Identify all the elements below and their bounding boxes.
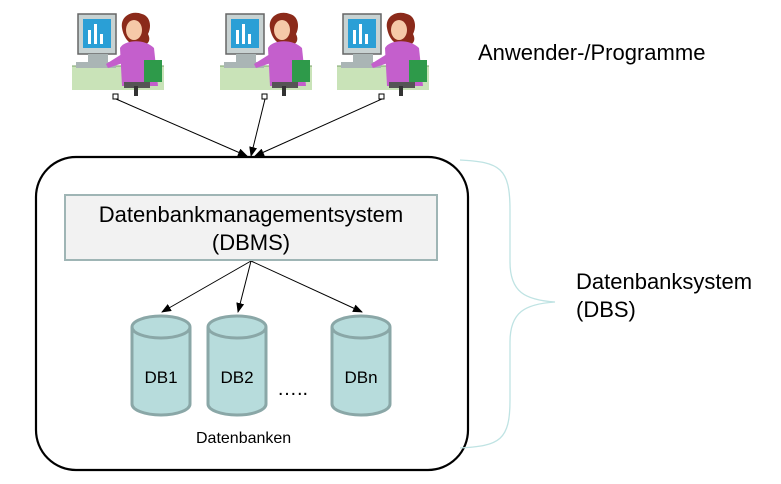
users-label: Anwender-/Programme [478, 40, 706, 65]
arrow-user1-to-dbs [115, 98, 248, 157]
db-label-n: DBn [344, 368, 378, 387]
dbms-abbrev: (DBMS) [211, 230, 291, 255]
db-ellipsis: ….. [277, 378, 309, 400]
dbs-brace [459, 159, 556, 449]
dbms-box: Datenbankmanagementsystem (DBMS) [64, 194, 438, 261]
arrow-user2-to-dbs [249, 98, 266, 157]
cylinder-dbn [330, 314, 392, 417]
user-at-computer-icon [220, 12, 312, 96]
cylinder-db1 [130, 314, 192, 417]
cylinder-db2 [206, 314, 268, 417]
db-label-1: DB1 [144, 368, 178, 387]
arrow-dbms-to-db2 [236, 260, 252, 313]
databases-caption: Datenbanken [196, 430, 292, 447]
dbs-abbrev: (DBS) [576, 297, 636, 322]
user-port-1 [112, 93, 119, 100]
user-at-computer-icon [72, 12, 164, 96]
arrow-user3-to-dbs [254, 98, 383, 157]
dbms-title: Datenbankmanagementsystem [98, 202, 404, 227]
arrow-dbms-to-dbn [250, 260, 363, 313]
dbs-label: Datenbanksystem (DBS) [576, 268, 752, 324]
arrow-dbms-to-db1 [161, 260, 252, 313]
db-label-2: DB2 [220, 368, 254, 387]
user-at-computer-icon [337, 12, 429, 96]
dbs-title: Datenbanksystem [576, 269, 753, 294]
